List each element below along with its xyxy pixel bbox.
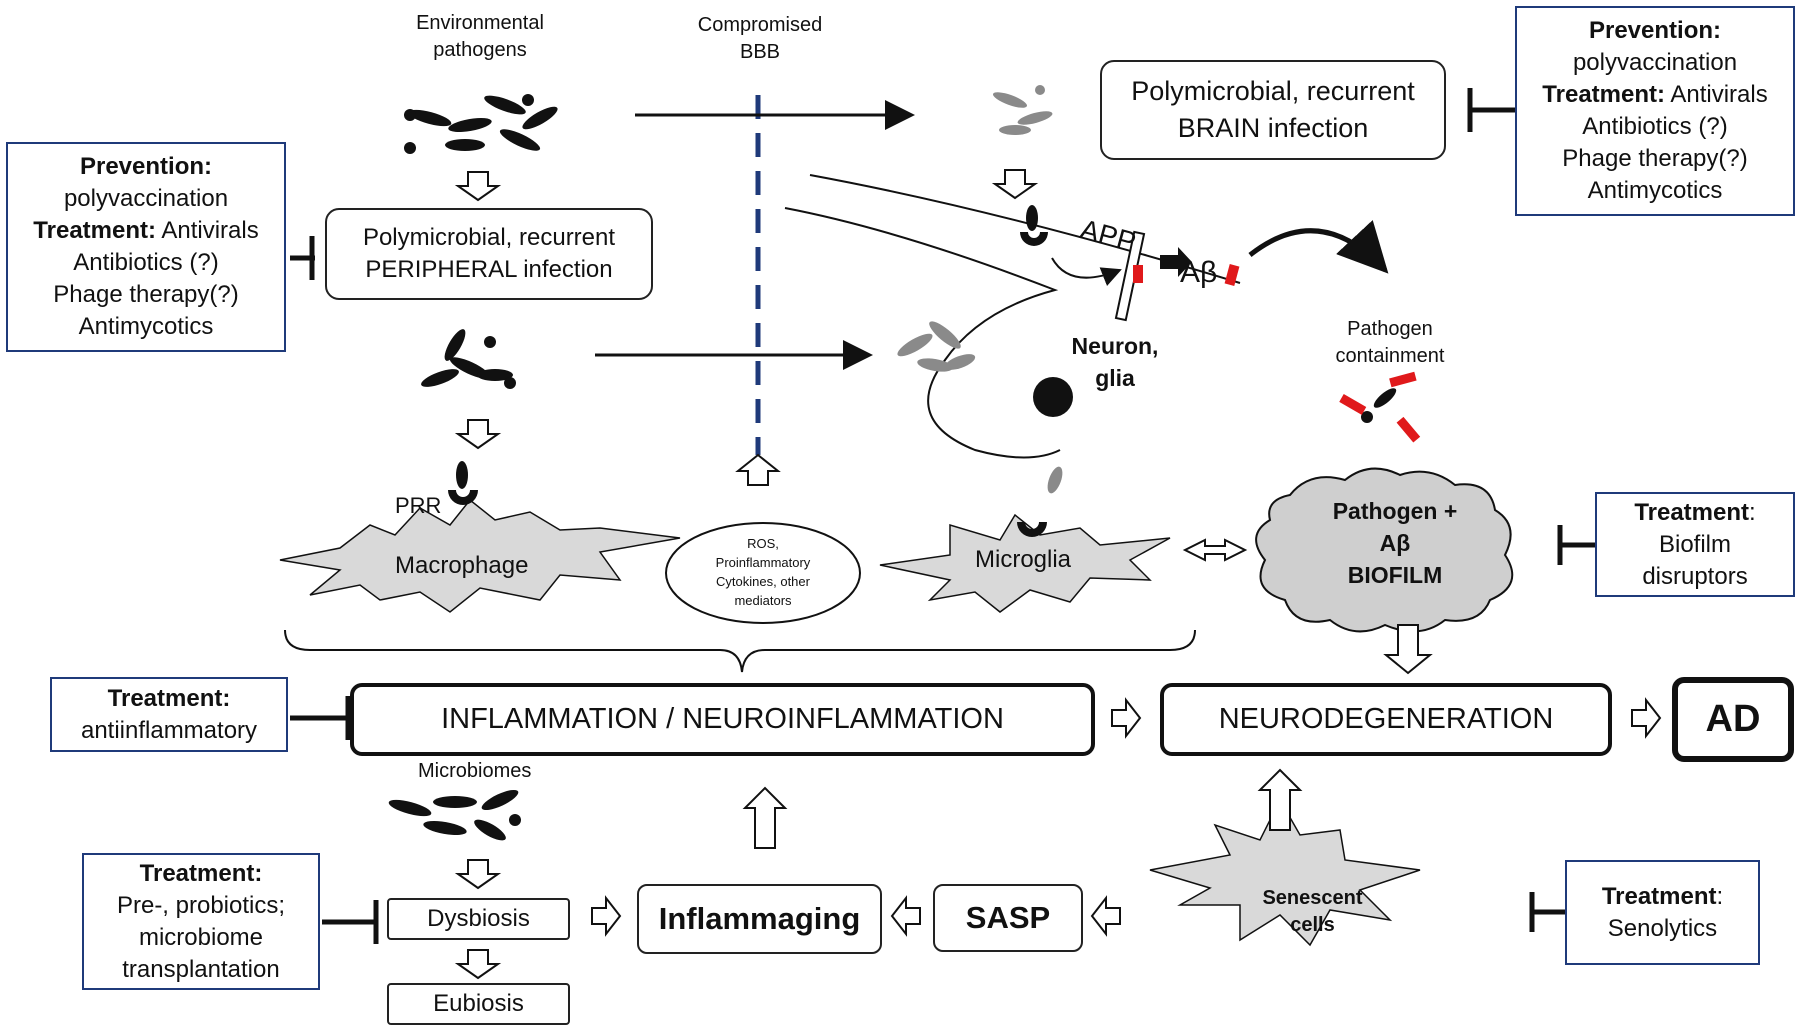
microbiome-line3: transplantation [122,955,280,983]
app-cleave-arrow [1160,247,1192,277]
microbiomes-label: Microbiomes [418,760,532,782]
bbb-line2: BBB [739,41,781,63]
right-prevention-text: polyvaccination [1572,49,1738,76]
bbb-label: Compromised BBB [670,12,850,66]
curved-arrow-abeta [1248,220,1389,274]
biofilm-label: Pathogen + Aβ BIOFILM [1300,495,1490,591]
peripheral-line1: Polymicrobial, recurrent [362,224,616,251]
senescent-line2: cells [1290,914,1335,936]
neurodegeneration-box: NEURODEGENERATION [1160,683,1612,756]
mediators-label: ROS, Proinflammatory Cytokines, other me… [680,534,846,610]
bbb-line1: Compromised [697,14,823,36]
left-prevention-label: Prevention: [79,153,213,180]
biofilm-cloud [1255,467,1514,633]
sasp-box: SASP [933,884,1083,952]
microglia-shape [879,513,1171,613]
senolytics-heading: Treatment: [1602,881,1723,913]
abeta-label: Aβ [1180,256,1218,289]
biofilm-line1: Pathogen + [1332,498,1458,524]
right-treatment-line3: Phage therapy(?) [1562,145,1748,172]
left-treatment-line: Treatment: Antivirals [33,215,258,247]
peripheral-line2: PERIPHERAL infection [365,256,613,283]
senolytics-treatment-box: Treatment: Senolytics [1565,860,1760,965]
right-prevention-label: Prevention: [1588,17,1722,44]
microbes-black [388,94,1397,841]
right-treatment-line2: Antibiotics (?) [1582,113,1728,140]
biofilm-treatment-colon: : [1749,498,1756,526]
brain-line1: Polymicrobial, recurrent [1131,76,1415,106]
right-treatment-first: Antivirals [1665,81,1768,108]
eubiosis-box: Eubiosis [387,983,570,1025]
senescent-shape [1149,798,1421,947]
prr-label: PRR [395,493,442,518]
left-treatment-line2: Antibiotics (?) [73,249,219,276]
neuron-outline [784,174,1241,459]
abeta-rods [1339,371,1421,443]
containment-line1: Pathogen [1347,318,1433,340]
hollow-arrows [454,169,1662,980]
mediators-ellipse [665,522,861,624]
mediators-line2: Proinflammatory [715,555,811,570]
brace [284,629,1196,673]
containment-line2: containment [1335,345,1445,367]
biofilm-line3: BIOFILM [1347,562,1443,588]
senolytics-text: Senolytics [1607,914,1718,942]
peripheral-infection-box: Polymicrobial, recurrent PERIPHERAL infe… [325,208,653,300]
microbiome-line1: Pre-, probiotics; [116,891,286,919]
left-prevention-box: Prevention: polyvaccination Treatment: A… [6,142,286,352]
env-pathogens-line1: Environmental [416,12,544,34]
right-treatment-line4: Antimycotics [1587,177,1723,204]
senescent-label: Senescent cells [1250,885,1375,939]
biofilm-treatment-line2: disruptors [1642,562,1748,590]
pathogen-containment-label: Pathogen containment [1300,316,1480,370]
app-red-segment [1133,265,1143,283]
mediators-line4: mediators [734,593,792,608]
left-treatment-first: Antivirals [156,217,259,244]
right-prevention-box: Prevention: polyvaccination Treatment: A… [1515,6,1795,216]
biofilm-treatment-heading: Treatment: [1634,497,1755,529]
ad-box: AD [1672,677,1794,762]
biofilm-treatment-line1: Biofilm [1658,530,1731,558]
brain-infection-box: Polymicrobial, recurrent BRAIN infection [1100,60,1446,160]
microbiome-treatment-label: Treatment: [139,859,263,887]
left-treatment-label: Treatment: [33,217,156,244]
mediators-line1: ROS, [747,536,779,551]
neuron-nucleus [1033,377,1073,417]
abeta-red-segment [1224,264,1240,286]
left-treatment-line3: Phage therapy(?) [53,281,239,308]
macrophage-label: Macrophage [395,552,529,579]
biofilm-treatment-box: Treatment: Biofilm disruptors [1595,492,1795,597]
neuron-glia-label: Neuron, glia [1050,330,1180,394]
biofilm-treatment-label: Treatment [1634,498,1750,526]
macrophage-shape [279,498,681,613]
antiinflammatory-treatment-box: Treatment: antiinflammatory [50,677,288,752]
env-pathogens-line2: pathogens [433,39,527,61]
brain-line2: BRAIN infection [1177,113,1369,143]
left-treatment-line4: Antimycotics [78,313,214,340]
neuron-line2: glia [1095,365,1135,391]
antiinflammatory-text: antiinflammatory [80,716,258,744]
biofilm-line2: Aβ [1379,530,1411,556]
curved-arrow-small [1051,257,1122,286]
right-treatment-line: Treatment: Antivirals [1542,79,1767,111]
neuron-line1: Neuron, [1071,333,1159,359]
senescent-line1: Senescent [1262,887,1363,909]
senolytics-colon: : [1716,882,1724,910]
right-treatment-label: Treatment: [1542,81,1665,108]
env-pathogens-label: Environmental pathogens [390,10,570,64]
microbiome-treatment-box: Treatment: Pre-, probiotics; microbiome … [82,853,320,990]
inflammaging-box: Inflammaging [637,884,882,954]
microglia-label: Microglia [975,546,1072,573]
dysbiosis-box: Dysbiosis [387,898,570,940]
mediators-line3: Cytokines, other [716,574,810,589]
left-prevention-text: polyvaccination [63,185,229,212]
antiinflammatory-label: Treatment: [107,684,231,712]
inflammation-box: INFLAMMATION / NEUROINFLAMMATION [350,683,1095,756]
microbiome-line2: microbiome [138,923,264,951]
microbes-gray [897,85,1063,494]
inhibition-bars [290,88,1595,944]
senolytics-label: Treatment [1601,882,1717,910]
